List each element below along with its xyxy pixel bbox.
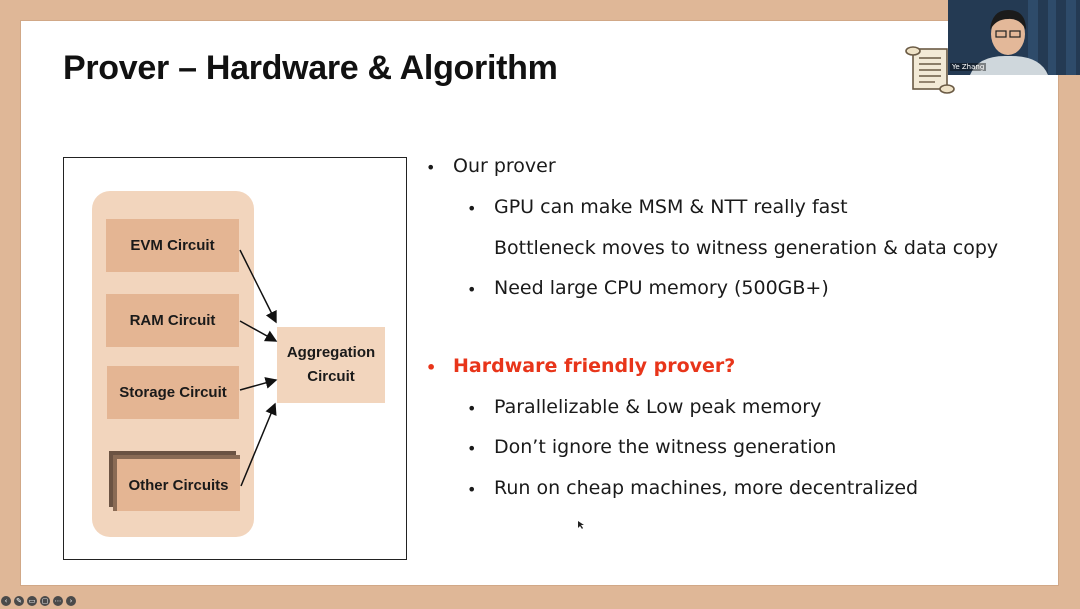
monitor-icon[interactable]: ▢	[40, 596, 50, 606]
bullet-parallelizable: Parallelizable & Low peak memory	[494, 396, 822, 418]
aggregation-label-line1: Aggregation	[286, 344, 376, 361]
webcam-person	[970, 10, 1048, 75]
bullet-dot: •	[467, 280, 477, 299]
aggregation-circuit-box: Aggregation Circuit	[277, 327, 385, 403]
other-circuits-box: Other Circuits	[117, 459, 240, 511]
diagram-arrows	[239, 249, 278, 487]
bullet-dot: •	[426, 158, 436, 177]
next-icon[interactable]: ›	[66, 596, 76, 606]
pen-icon[interactable]: ✎	[14, 596, 24, 606]
previous-icon[interactable]: ‹	[1, 596, 11, 606]
circuit-diagram: EVM Circuit RAM Circuit Storage Circuit …	[63, 157, 407, 560]
slide: Prover – Hardware & Algorithm EVM Circui…	[21, 21, 1058, 585]
bullet-our-prover: Our prover	[453, 155, 556, 177]
other-circuits-label: Other Circuits	[128, 476, 229, 494]
arrow-other-to-aggregation	[240, 402, 277, 487]
cursor-arrow-icon	[578, 521, 584, 529]
bullet-dot: •	[467, 480, 477, 499]
presentation-toolbar: ‹ ✎ ▭ ▢ ⋯ ›	[1, 596, 76, 606]
arrow-storage-to-aggregation	[239, 377, 278, 391]
scroll-logo-icon	[905, 46, 955, 94]
bullet-dot-highlight: •	[426, 358, 437, 377]
bullet-hardware-friendly: Hardware friendly prover?	[453, 355, 736, 377]
more-icon[interactable]: ⋯	[53, 596, 63, 606]
storage-circuit-label: Storage Circuit	[119, 384, 227, 401]
participant-name: Ye Zhang	[950, 63, 987, 71]
bullet-gpu: GPU can make MSM & NTT really fast	[494, 196, 848, 218]
bullet-dot: •	[467, 399, 477, 418]
bullet-cpu-memory: Need large CPU memory (500GB+)	[494, 277, 829, 299]
bullet-dot: •	[467, 439, 477, 458]
bullet-witness: Don’t ignore the witness generation	[494, 436, 837, 458]
ram-circuit-label: RAM Circuit	[129, 312, 216, 329]
ram-circuit-box: RAM Circuit	[106, 294, 239, 347]
slide-title: Prover – Hardware & Algorithm	[63, 49, 558, 87]
bullet-dot: •	[467, 199, 477, 218]
arrow-evm-to-aggregation	[239, 249, 277, 324]
bullet-bottleneck: Bottleneck moves to witness generation &…	[494, 237, 999, 259]
captions-icon[interactable]: ▭	[27, 596, 37, 606]
bullet-cheap-machines: Run on cheap machines, more decentralize…	[494, 477, 919, 499]
webcam-tile[interactable]: Ye Zhang	[948, 0, 1080, 75]
evm-circuit-label: EVM Circuit	[130, 237, 215, 254]
storage-circuit-box: Storage Circuit	[107, 366, 239, 419]
arrow-ram-to-aggregation	[239, 320, 278, 342]
aggregation-label-line2: Circuit	[307, 368, 355, 385]
evm-circuit-box: EVM Circuit	[106, 219, 239, 272]
